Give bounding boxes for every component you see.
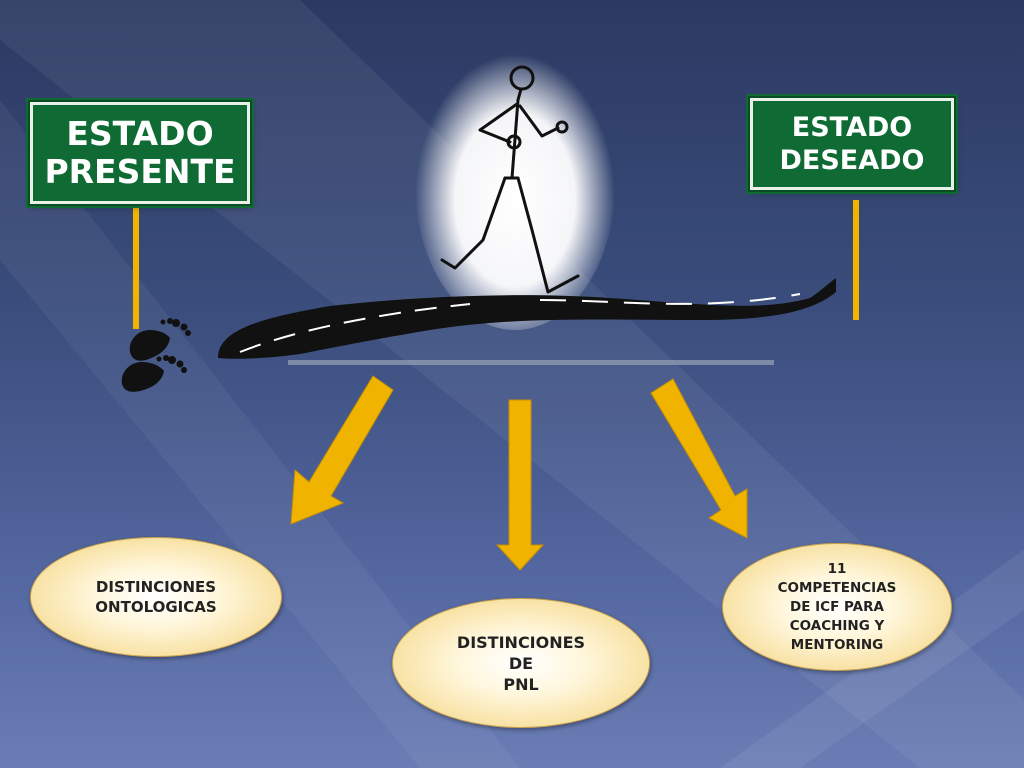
bubble-distinciones-ontologicas: DISTINCIONES ONTOLOGICAS xyxy=(30,537,282,657)
sign-estado-presente: ESTADO PRESENTE xyxy=(28,100,252,206)
bubble-icf-line1: 11 xyxy=(827,560,847,577)
sign-estado-deseado: ESTADO DESEADO xyxy=(748,96,956,192)
bubble-pnl-line3: PNL xyxy=(503,674,539,694)
bubble-icf-line3: DE ICF PARA xyxy=(790,598,884,615)
arrow-left xyxy=(290,375,394,525)
arrow-center xyxy=(495,399,545,571)
sign-pole-left xyxy=(133,205,139,329)
sign-desired-line1: ESTADO xyxy=(791,112,913,143)
bubble-onto-line2: ONTOLOGICAS xyxy=(95,598,217,616)
bubble-pnl-line2: DE xyxy=(508,653,534,673)
bubble-competencias-icf: 11 COMPETENCIAS DE ICF PARA COACHING Y M… xyxy=(722,543,952,671)
bubble-pnl-line1: DISTINCIONES xyxy=(456,632,586,652)
bubble-icf-line4: COACHING Y xyxy=(789,617,885,634)
bubble-icf-line5: MENTORING xyxy=(790,636,884,653)
arrow-right xyxy=(650,378,748,539)
bubble-icf-line2: COMPETENCIAS xyxy=(777,579,897,596)
bubble-distinciones-pnl: DISTINCIONES DE PNL xyxy=(392,598,650,728)
sign-present-line1: ESTADO xyxy=(66,114,214,153)
sign-desired-line2: DESEADO xyxy=(779,145,925,176)
bubble-onto-line1: DISTINCIONES xyxy=(95,578,217,596)
sign-present-line2: PRESENTE xyxy=(44,152,236,191)
sign-pole-right xyxy=(853,200,859,320)
